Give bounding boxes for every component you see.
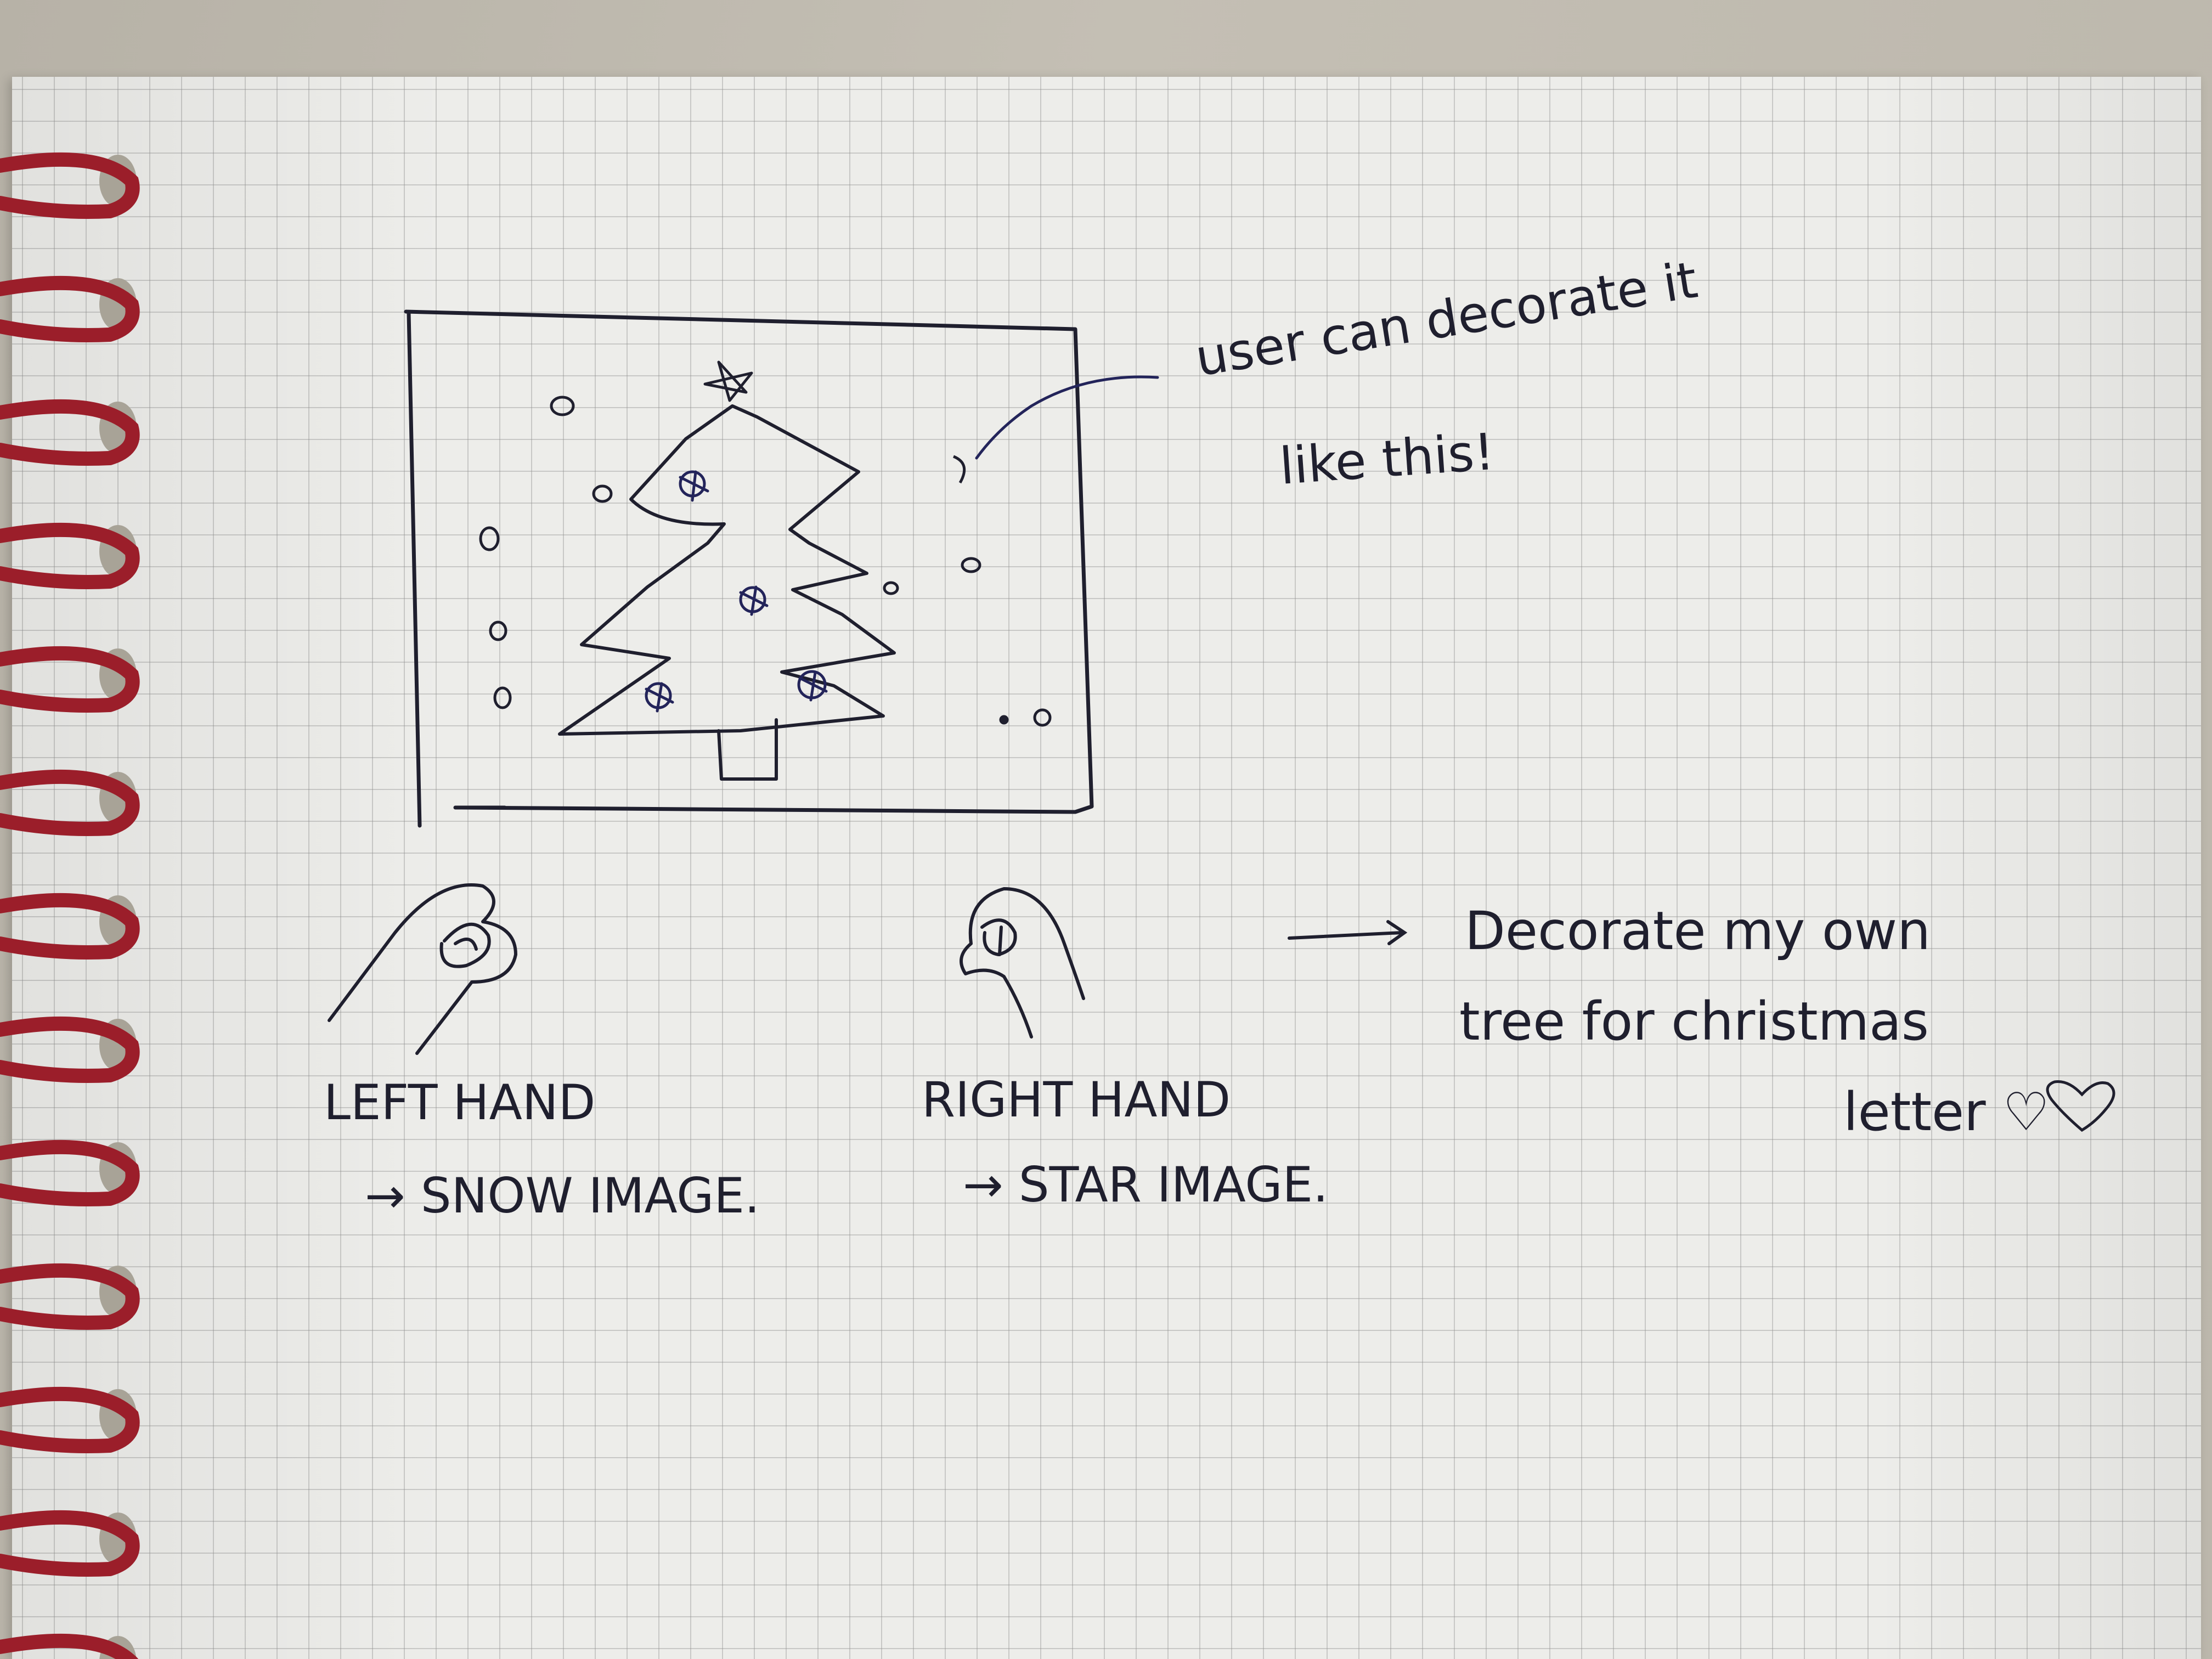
spiral-ring bbox=[0, 275, 140, 342]
spiral-binding bbox=[0, 152, 140, 1659]
left-gesture-result: → SNOW IMAGE. bbox=[365, 1167, 760, 1224]
annotation-line-2: like this! bbox=[1278, 422, 1496, 496]
annotation-pointer-line bbox=[975, 375, 1159, 460]
spiral-ring bbox=[0, 646, 140, 713]
spiral-ring bbox=[0, 152, 140, 219]
goal-line-1: Decorate my own bbox=[1465, 900, 1931, 962]
spiral-ring bbox=[0, 522, 140, 589]
right-hand-gesture-sketch bbox=[960, 887, 1085, 1039]
spiral-ring bbox=[0, 399, 140, 466]
spiral-ring bbox=[0, 1263, 140, 1330]
left-gesture-label: LEFT HAND bbox=[324, 1074, 595, 1131]
heart-icon bbox=[2046, 1080, 2115, 1132]
annotation-line-1: user can decorate it bbox=[1192, 250, 1701, 387]
tree-ornaments bbox=[645, 470, 828, 713]
spiral-ring bbox=[0, 893, 140, 960]
goal-line-2: tree for christmas bbox=[1459, 991, 1929, 1052]
left-hand-gesture-sketch bbox=[328, 883, 517, 1055]
snow-dots bbox=[479, 396, 1052, 727]
right-gesture-result: → STAR IMAGE. bbox=[963, 1156, 1328, 1213]
spiral-ring bbox=[0, 1510, 140, 1577]
grid-paper-page bbox=[12, 77, 2201, 1659]
goal-line-3: letter ♡ bbox=[1843, 1081, 2050, 1143]
spiral-ring bbox=[0, 769, 140, 836]
screen-frame-sketch bbox=[404, 309, 1094, 828]
goal-arrow bbox=[1288, 920, 1408, 945]
right-gesture-label: RIGHT HAND bbox=[922, 1071, 1231, 1128]
spiral-ring bbox=[0, 1633, 138, 1659]
christmas-tree-sketch bbox=[558, 360, 896, 781]
spiral-ring bbox=[0, 1386, 140, 1453]
spiral-ring bbox=[0, 1016, 140, 1083]
spiral-ring bbox=[0, 1139, 140, 1206]
